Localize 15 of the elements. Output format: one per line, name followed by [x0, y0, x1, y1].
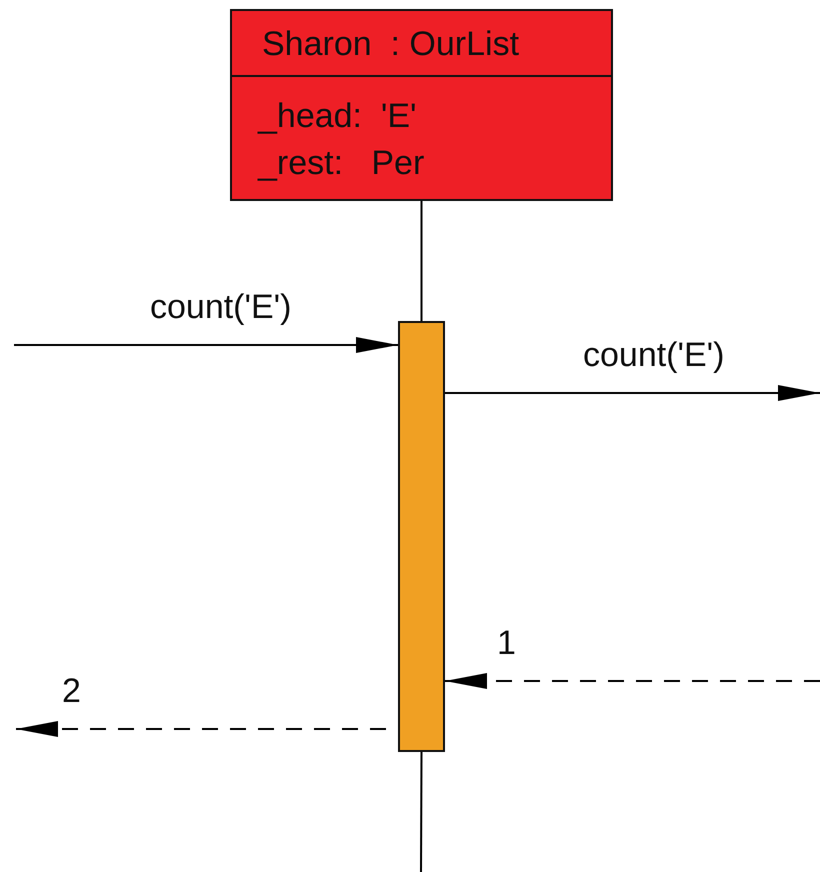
return-arrow — [445, 673, 820, 689]
object-box — [230, 9, 613, 201]
message-label: count('E') — [583, 338, 724, 372]
attribute-text: _rest: Per — [258, 146, 424, 180]
lifeline — [420, 201, 422, 321]
message-label: count('E') — [150, 290, 292, 324]
object-name: Sharon : OurList — [262, 27, 520, 61]
lifeline — [420, 752, 422, 872]
message-arrow — [14, 337, 398, 353]
attribute-text: _head: 'E' — [258, 99, 417, 133]
message-label: 1 — [497, 626, 516, 660]
message-label: 2 — [62, 674, 81, 708]
activation-bar — [398, 321, 445, 752]
return-arrow — [16, 721, 386, 737]
message-arrow — [445, 385, 820, 401]
